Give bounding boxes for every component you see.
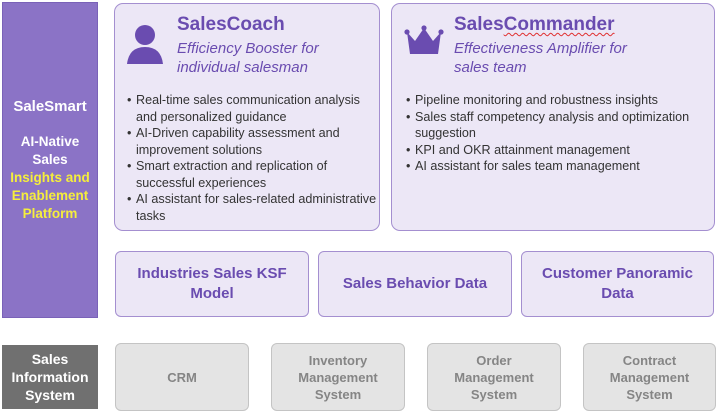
platform-line: Sales <box>32 151 68 167</box>
platform-highlight-line: Insights and <box>10 169 90 185</box>
sales-information-system-label: Sales Information System <box>2 345 98 409</box>
platform-line: AI-Native <box>20 133 80 149</box>
sales-behavior-data-box: Sales Behavior Data <box>318 251 512 317</box>
feature-item: Sales staff competency analysis and opti… <box>406 109 711 142</box>
card-subtitle: Efficiency Booster for individual salesm… <box>177 39 319 77</box>
box-label-line: Model <box>190 285 234 302</box>
sis-label-line: System <box>25 387 75 403</box>
system-label-line: System <box>314 386 362 402</box>
person-icon <box>127 25 163 64</box>
card-subtitle-line: Efficiency Booster for <box>177 40 319 57</box>
card-subtitle-line: sales team <box>454 59 527 76</box>
platform-sidebar: SaleSmart AI-Native Sales Insights and E… <box>2 2 98 318</box>
card-title: SalesCoach <box>177 14 285 35</box>
box-label-line: Customer Panoramic <box>542 265 693 282</box>
crown-icon <box>404 25 444 54</box>
platform-highlight-line: Platform <box>22 205 78 221</box>
box-label-line: Sales Behavior Data <box>342 275 488 292</box>
system-label-line: Management <box>298 369 378 385</box>
order-system-box: Order Management System <box>427 343 561 411</box>
feature-item: Smart extraction and replication of succ… <box>127 158 377 191</box>
feature-item: AI assistant for sales-related administr… <box>127 191 377 224</box>
feature-item: AI-Driven capability assessment and impr… <box>127 125 377 158</box>
card-subtitle: Effectiveness Amplifier for sales team <box>454 39 627 77</box>
system-label-line: CRM <box>167 369 197 385</box>
card-title: SalesCommander <box>454 14 615 36</box>
feature-item: AI assistant for sales team management <box>406 158 711 175</box>
system-label-line: System <box>626 386 673 402</box>
customer-panoramic-data-box: Customer Panoramic Data <box>521 251 714 317</box>
system-label-line: Management <box>454 369 534 385</box>
ksf-model-box: Industries Sales KSF Model <box>115 251 309 317</box>
card-subtitle-line: Effectiveness Amplifier for <box>454 40 627 57</box>
card-title-part: Commander <box>503 14 615 35</box>
contract-system-box: Contract Management System <box>583 343 716 411</box>
card-title-part: Sales <box>454 14 504 35</box>
system-label-line: Contract <box>622 352 677 368</box>
inventory-system-box: Inventory Management System <box>271 343 405 411</box>
sales-commander-card: SalesCommander Effectiveness Amplifier f… <box>391 3 715 231</box>
system-label-line: System <box>470 386 518 402</box>
feature-item: Pipeline monitoring and robustness insig… <box>406 92 711 109</box>
feature-item: Real-time sales communication analysis a… <box>127 92 377 125</box>
box-label-line: Industries Sales KSF <box>137 265 287 282</box>
system-label-line: Order <box>476 352 512 368</box>
feature-list: Pipeline monitoring and robustness insig… <box>406 92 711 175</box>
feature-list: Real-time sales communication analysis a… <box>127 92 377 224</box>
system-label-line: Management <box>609 369 690 385</box>
card-subtitle-line: individual salesman <box>177 59 308 76</box>
box-label-line: Data <box>601 285 634 302</box>
feature-item: KPI and OKR attainment management <box>406 142 711 159</box>
crm-system-box: CRM <box>115 343 249 411</box>
sales-coach-card: SalesCoach Efficiency Booster for indivi… <box>114 3 380 231</box>
system-label-line: Inventory <box>308 352 368 368</box>
sis-label-line: Sales <box>31 351 69 367</box>
brand-name: SaleSmart <box>13 97 87 115</box>
sis-label-line: Information <box>11 369 89 385</box>
platform-highlight-line: Enablement <box>11 187 89 203</box>
